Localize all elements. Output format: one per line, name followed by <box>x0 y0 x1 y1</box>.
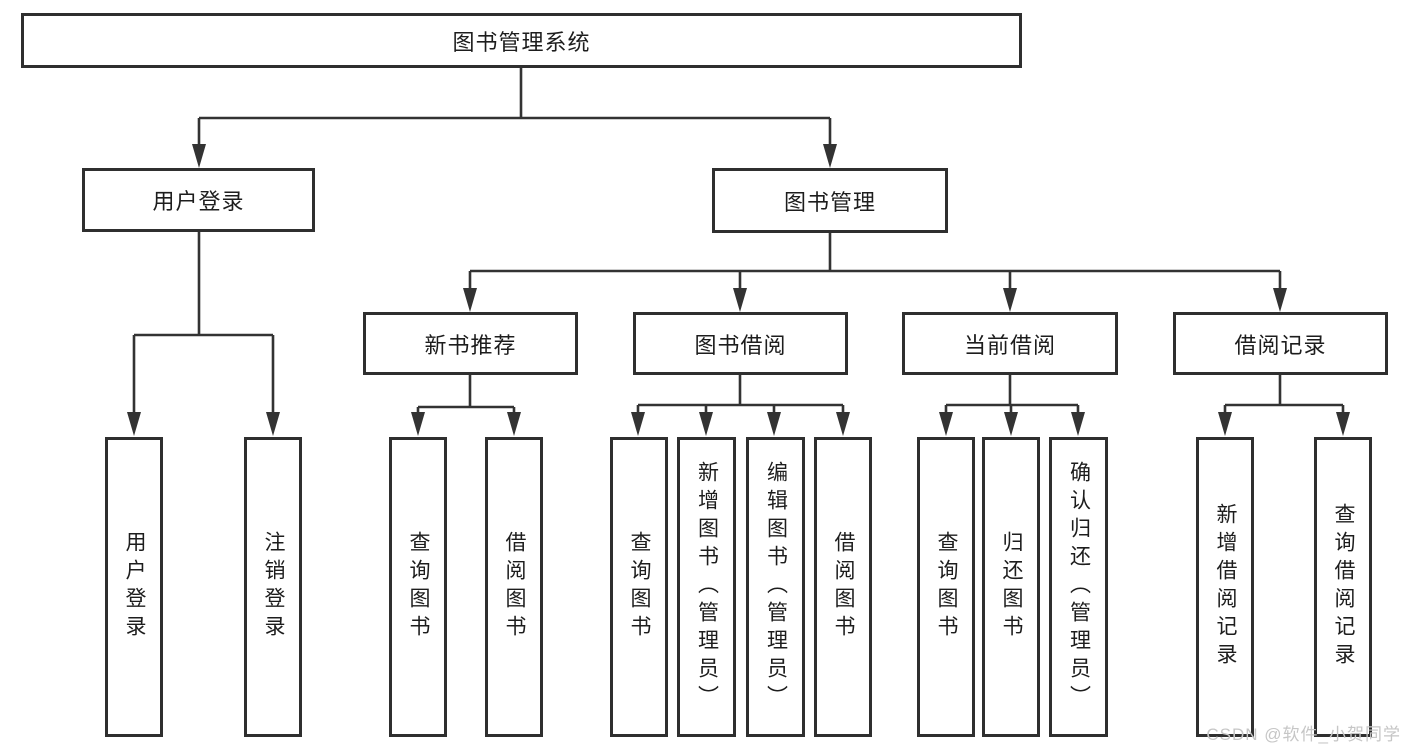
node-label: 确认归还（管理员） <box>1067 461 1091 713</box>
node-label: 当前借阅 <box>963 332 1056 358</box>
arrowhead <box>733 288 747 312</box>
leaf-records-query-record: 查询借阅记录 <box>1314 437 1372 737</box>
leaf-newbook-query-book: 查询图书 <box>389 437 447 737</box>
leaf-current-confirm-return-admin: 确认归还（管理员） <box>1049 437 1108 737</box>
arrowhead <box>192 144 206 168</box>
connector-book-management <box>468 233 1282 290</box>
leaf-user-login: 用户登录 <box>105 437 163 737</box>
node-label: 新书推荐 <box>424 332 517 358</box>
leaf-current-return-book: 归还图书 <box>982 437 1040 737</box>
leaf-current-query-book: 查询图书 <box>917 437 975 737</box>
node-label: 查询图书 <box>628 531 651 643</box>
connector-user-login <box>132 232 275 414</box>
arrowhead <box>939 412 953 436</box>
leaf-borrow-borrow-book: 借阅图书 <box>814 437 872 737</box>
node-new-book-recommend: 新书推荐 <box>363 312 578 375</box>
arrowhead <box>1273 288 1287 312</box>
node-label: 借阅记录 <box>1234 332 1327 358</box>
arrowhead <box>127 412 141 436</box>
arrowhead <box>411 412 425 436</box>
node-label: 查询图书 <box>407 531 430 643</box>
arrowhead <box>1336 412 1350 436</box>
node-user-login: 用户登录 <box>82 168 315 232</box>
node-label: 图书借阅 <box>694 332 787 358</box>
node-borrow-records: 借阅记录 <box>1173 312 1388 375</box>
node-book-borrow: 图书借阅 <box>633 312 848 375</box>
leaf-records-add-record: 新增借阅记录 <box>1196 437 1254 737</box>
node-label: 编辑图书（管理员） <box>764 461 788 713</box>
connector-root <box>197 68 832 146</box>
node-label: 图书管理系统 <box>452 29 591 55</box>
arrowhead <box>836 412 850 436</box>
arrowhead <box>1218 412 1232 436</box>
leaf-newbook-borrow-book: 借阅图书 <box>485 437 543 737</box>
connector-current-borrow <box>944 375 1080 414</box>
arrowhead <box>463 288 477 312</box>
node-label: 新增借阅记录 <box>1214 503 1237 671</box>
leaf-borrow-query-book: 查询图书 <box>610 437 668 737</box>
arrowhead <box>699 412 713 436</box>
node-label: 借阅图书 <box>832 531 855 643</box>
connector-book-borrow <box>636 375 845 414</box>
leaf-borrow-edit-book-admin: 编辑图书（管理员） <box>746 437 805 737</box>
arrowhead <box>767 412 781 436</box>
node-label: 用户登录 <box>123 531 146 643</box>
node-label: 查询图书 <box>935 531 958 643</box>
arrowhead <box>507 412 521 436</box>
arrowhead <box>1004 412 1018 436</box>
node-label: 借阅图书 <box>503 531 526 643</box>
node-label: 查询借阅记录 <box>1332 503 1355 671</box>
node-label: 新增图书（管理员） <box>695 461 719 713</box>
arrowhead <box>1071 412 1085 436</box>
node-label: 用户登录 <box>152 189 245 214</box>
connector-new-book <box>416 375 516 414</box>
arrowhead <box>266 412 280 436</box>
node-root-system: 图书管理系统 <box>21 13 1022 68</box>
connector-borrow-records <box>1223 375 1345 414</box>
node-current-borrow: 当前借阅 <box>902 312 1118 375</box>
leaf-borrow-add-book-admin: 新增图书（管理员） <box>677 437 736 737</box>
arrowhead <box>823 144 837 168</box>
arrowhead <box>631 412 645 436</box>
node-label: 注销登录 <box>262 531 285 643</box>
leaf-logout: 注销登录 <box>244 437 302 737</box>
arrowhead <box>1003 288 1017 312</box>
node-book-management: 图书管理 <box>712 168 948 233</box>
node-label: 图书管理 <box>783 189 876 215</box>
node-label: 归还图书 <box>1000 531 1023 643</box>
